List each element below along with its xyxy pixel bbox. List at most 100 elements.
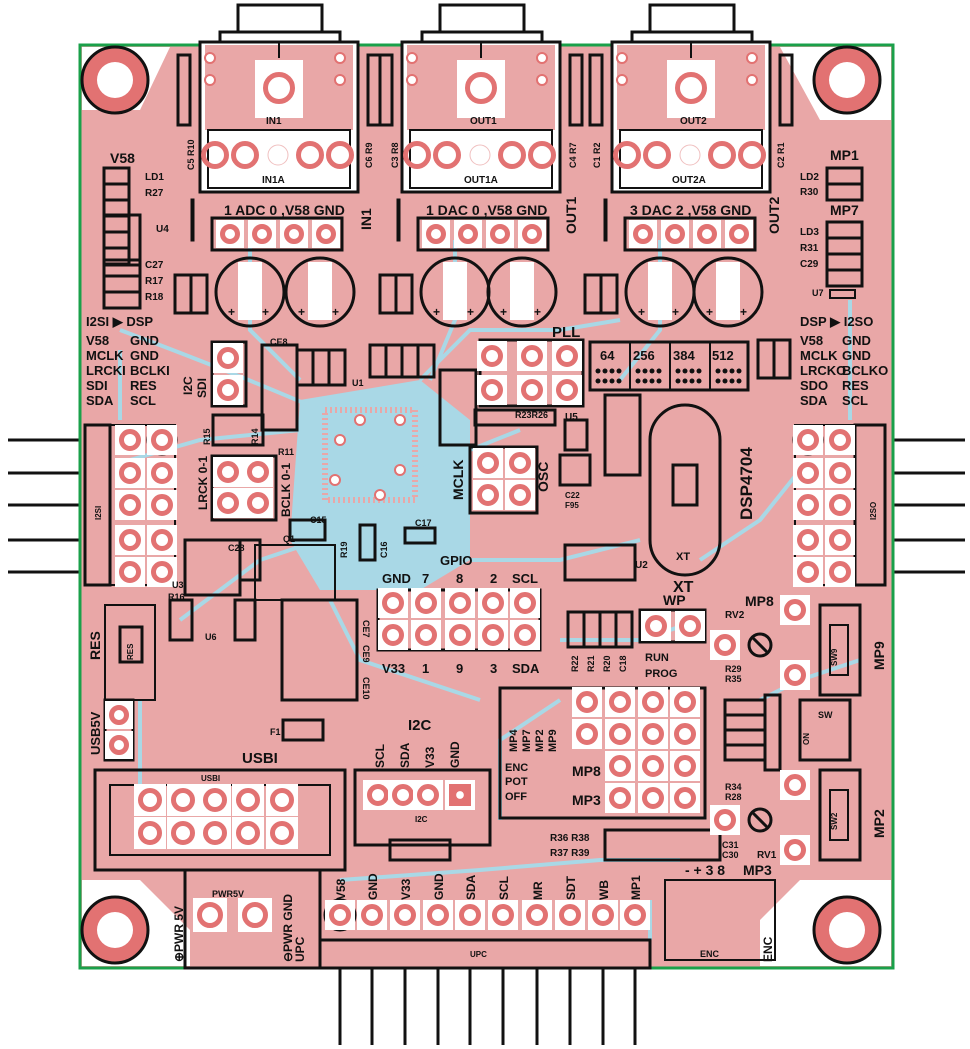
pad-ring (426, 224, 446, 244)
jack-unplated-hole (679, 144, 701, 166)
pad-hole (322, 230, 330, 238)
i2s-in-pin-label: V58 (86, 333, 109, 348)
jumper-dot (595, 368, 601, 374)
electrolytic-capacitor (284, 256, 356, 328)
audio-jacks (198, 3, 772, 194)
pad-ring (217, 347, 239, 369)
pad (670, 783, 700, 813)
enc-option-label: ENC (505, 762, 528, 774)
pad (710, 805, 740, 835)
pad (201, 141, 229, 169)
pad-ring (613, 141, 641, 169)
pad-ring (738, 141, 766, 169)
pad (825, 458, 855, 488)
pad-hole (464, 230, 472, 238)
i2s-out-pin-label: MCLK (800, 348, 838, 363)
pad-ring (415, 592, 437, 614)
pad-ring (220, 224, 240, 244)
pad-ring (609, 723, 631, 745)
pad (643, 141, 671, 169)
pad (413, 780, 443, 810)
pad-ring (521, 379, 543, 401)
ce8-capacitor (260, 343, 299, 432)
wp-label: WP (663, 592, 686, 608)
pad-ring (151, 494, 173, 516)
pad (638, 751, 668, 781)
pad-ring (138, 821, 162, 845)
via (334, 52, 346, 64)
i2s-out-pin-label: GND (842, 348, 871, 363)
jack-right-parts (778, 53, 794, 127)
pad-hole (305, 150, 315, 160)
pad-hole (126, 436, 134, 444)
pad-ring (236, 821, 260, 845)
mounting-hole-center (829, 62, 865, 98)
pad (478, 620, 508, 650)
via (616, 52, 628, 64)
pad-ring (679, 615, 701, 637)
terminal-bracket (190, 198, 195, 242)
upc-connector (318, 938, 652, 970)
pad-hole (277, 828, 287, 838)
pad-hole (456, 631, 464, 639)
i2s-in-pin-label: BCLKI (130, 363, 170, 378)
pad-hole (507, 150, 517, 160)
terminal-header (623, 216, 757, 252)
pad (477, 341, 507, 371)
f1-fuse (281, 718, 325, 742)
i2s-out-title: DSP ▶ I2SO (800, 314, 873, 329)
pad-ring (203, 821, 227, 845)
pad-hole (489, 631, 497, 639)
potentiometer-knob (747, 632, 773, 658)
i2c-select-label: I2C (181, 376, 195, 395)
encoder-side-label: ENC (761, 936, 775, 962)
jumper-dot (609, 368, 615, 374)
via (334, 434, 346, 446)
plus-sign: + (706, 305, 713, 319)
pad-ring (674, 691, 696, 713)
capacitor-pad-area (443, 262, 467, 320)
c17-label: C17 (415, 518, 432, 528)
res-button-label: RES (126, 643, 135, 660)
pad (572, 719, 602, 749)
mounting-hole-center (97, 62, 133, 98)
pad-hole (639, 230, 647, 238)
i2s-in-pin-label: GND (130, 333, 159, 348)
pad (213, 488, 243, 518)
pad-ring (784, 774, 806, 796)
via (394, 464, 406, 476)
pad-hole (681, 794, 689, 802)
pll-option-384: 384 (673, 348, 695, 363)
prog-label: PROG (645, 668, 677, 680)
pad (115, 525, 145, 555)
pad-ring (576, 691, 598, 713)
u6-label: U6 (205, 632, 217, 642)
pad-hole (115, 741, 123, 749)
sw2-label: SW2 (830, 812, 839, 830)
pad-hole (496, 230, 504, 238)
pad-hole (434, 911, 442, 919)
pad (280, 220, 308, 248)
u2-chip (563, 543, 637, 582)
pad-ring (119, 561, 141, 583)
jumper-dot (609, 378, 615, 384)
r24-c23 (603, 393, 642, 477)
pad-ring (217, 461, 239, 483)
trace (470, 538, 641, 562)
pad-hole (368, 911, 376, 919)
via (406, 52, 418, 64)
jumper-dot (675, 368, 681, 374)
pad-hole (836, 469, 844, 477)
pad (620, 900, 650, 930)
jumper-dot (675, 378, 681, 384)
pad (216, 220, 244, 248)
via (354, 414, 366, 426)
out1-side-label: OUT1 (563, 196, 579, 234)
pad-ring (674, 723, 696, 745)
pad-ring (642, 691, 664, 713)
c22-label: C22 (565, 491, 580, 500)
pad (147, 557, 177, 587)
pad-ring (708, 141, 736, 169)
pad (263, 72, 295, 104)
rv1-label: RV1 (757, 850, 777, 861)
